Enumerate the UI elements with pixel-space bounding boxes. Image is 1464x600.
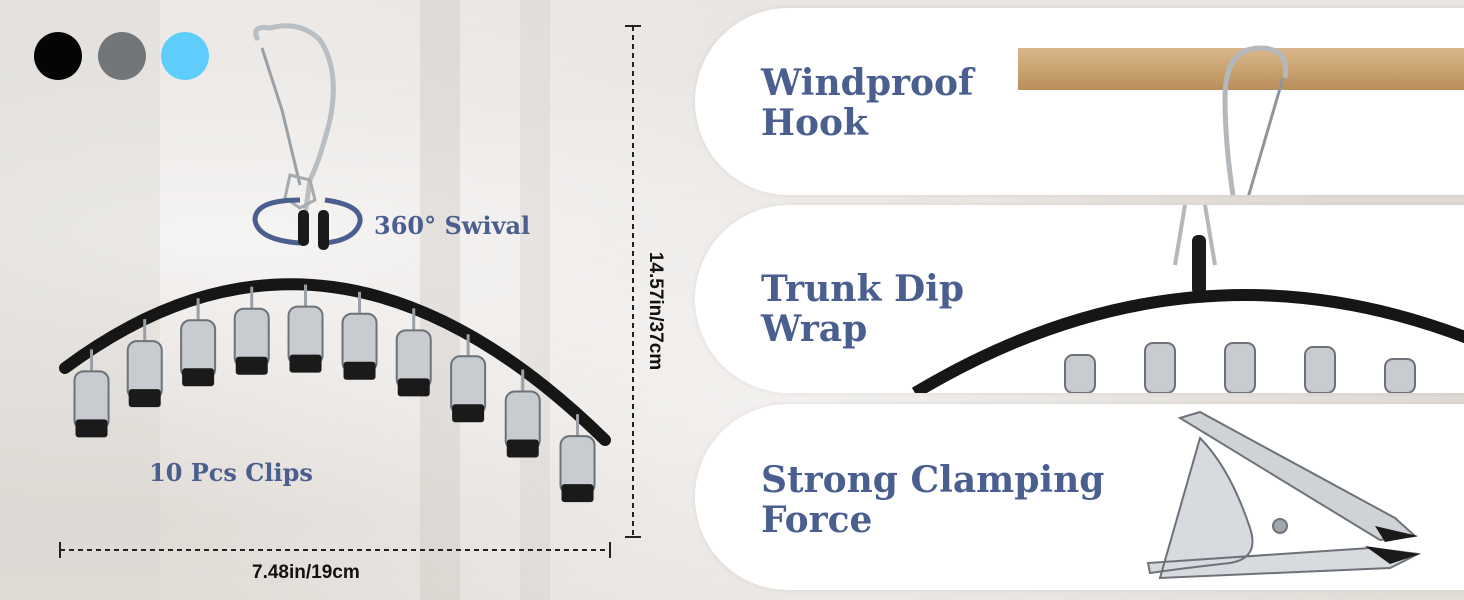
swivel-label: 360° Swival [374,211,531,240]
background-curtain [420,0,460,600]
feature-title: Trunk Dip Wrap [761,269,964,349]
color-swatch-gray[interactable] [98,32,146,80]
background-curtain [520,0,550,600]
swivel-arrow-icon [252,197,301,246]
hook-icon [253,23,336,216]
feature-panel-windproof-hook: Windproof Hook [695,8,1464,195]
height-dimension-line [625,25,641,538]
clip [395,308,432,397]
feature-title-line2: Force [761,499,873,541]
color-swatch-light-blue[interactable] [161,32,209,80]
clip [73,349,110,438]
feature-title-line2: Hook [761,102,868,144]
clip [341,291,378,380]
arc-closeup-icon [911,205,1464,393]
feature-title: Windproof Hook [761,63,973,143]
color-swatch-black[interactable] [34,32,82,80]
feature-title-line1: Strong Clamping [761,459,1105,501]
clip [233,286,270,375]
clip-group [73,284,596,503]
width-dimension-label: 7.48in/19cm [252,562,360,583]
feature-title: Strong Clamping Force [761,460,1104,540]
clip [504,369,541,458]
clip [450,334,487,423]
hanger-illustration [59,23,611,503]
clip [559,414,596,503]
hook-closeup-icon [1222,45,1289,195]
feature-title-line2: Wrap [761,308,868,350]
feature-title-line1: Windproof [761,62,974,104]
width-dimension-line [59,542,611,558]
hanger-arc [59,278,611,446]
feature-panel-strong-clamping-force: Strong Clamping Force [695,404,1464,590]
clothespin-closeup-icon [1146,410,1422,580]
clips-label: 10 Pcs Clips [149,458,313,487]
clip [287,284,324,373]
clip [180,298,217,387]
clip [126,319,163,408]
background-wall-panel [0,0,160,600]
height-dimension-label: 14.57in/37cm [645,251,666,371]
feature-panel-trunk-dip-wrap: Trunk Dip Wrap [695,205,1464,393]
feature-title-line1: Trunk Dip [761,268,965,310]
